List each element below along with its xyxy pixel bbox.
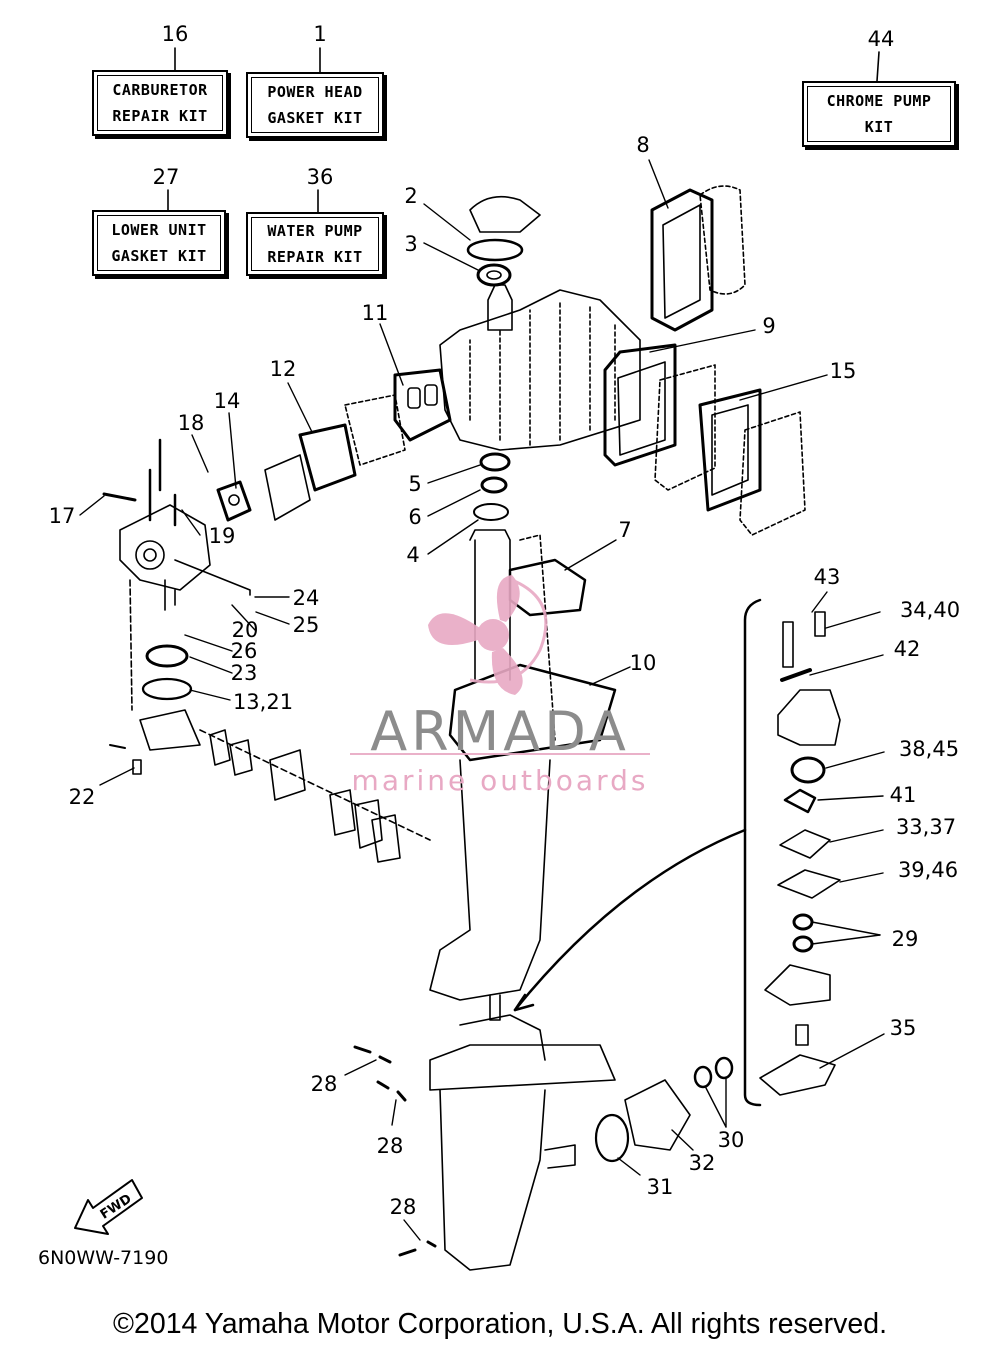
kit-line: CARBURETOR	[112, 81, 208, 99]
kit-line: KIT	[864, 118, 894, 136]
callout-number: 24	[293, 586, 320, 610]
driveshaft-housing-drawing	[429, 452, 617, 1001]
callout-number: 38,45	[899, 737, 959, 761]
kit-line: GASKET KIT	[267, 109, 363, 127]
callout-number: 5	[408, 472, 421, 496]
kit-box-chrome-pump: CHROME PUMP KIT	[802, 81, 956, 147]
lower-unit-drawing	[353, 994, 734, 1271]
kit-line: POWER HEAD	[267, 83, 363, 101]
callout-number: 10	[630, 651, 657, 675]
kit-line: GASKET KIT	[111, 247, 207, 265]
kit-box-water-pump: WATER PUMP REPAIR KIT	[246, 212, 384, 276]
callout-number: 13,21	[233, 690, 293, 714]
callout-number: 2	[404, 184, 417, 208]
callout-number: 22	[69, 785, 96, 809]
callout-number: 44	[868, 27, 895, 51]
kit-line: REPAIR KIT	[267, 248, 363, 266]
kit-line: CHROME PUMP	[826, 92, 932, 110]
callout-number: 32	[689, 1151, 716, 1175]
fwd-arrow-icon	[74, 1179, 143, 1235]
callout-number: 4	[406, 543, 419, 567]
callout-number: 36	[307, 165, 334, 189]
watermark-logo	[350, 575, 650, 755]
kit-box-lower-unit: LOWER UNIT GASKET KIT	[92, 210, 226, 276]
callout-number: 31	[647, 1175, 674, 1199]
callout-number: 35	[890, 1016, 917, 1040]
callout-number: 28	[390, 1195, 417, 1219]
callout-number: 6	[408, 505, 421, 529]
callout-number: 3	[404, 232, 417, 256]
kit-box-power-head: POWER HEAD GASKET KIT	[246, 72, 384, 138]
kit-line: REPAIR KIT	[112, 107, 208, 125]
kit-line: WATER PUMP	[267, 222, 363, 240]
callout-number: 28	[311, 1072, 338, 1096]
callout-number: 8	[636, 133, 649, 157]
kit-box-carburetor: CARBURETOR REPAIR KIT	[92, 70, 228, 136]
callout-number: 26	[231, 639, 258, 663]
callout-number: 27	[153, 165, 180, 189]
copyright-notice: ©2014 Yamaha Motor Corporation, U.S.A. A…	[113, 1308, 887, 1340]
callout-number: 12	[270, 357, 297, 381]
watermark-tagline: marine outboards	[352, 764, 649, 797]
callout-number: 34,40	[900, 598, 960, 622]
callout-number: 18	[178, 411, 205, 435]
exploded-view-drawing: 16 1 44 27 36 2 3 8 11 9 12 15 14 18 5 1…	[49, 22, 960, 1271]
callout-number: 19	[209, 524, 236, 548]
callout-number: 7	[618, 518, 631, 542]
callout-number: 42	[894, 637, 921, 661]
callout-number: 28	[377, 1134, 404, 1158]
fwd-label: FWD	[98, 1191, 135, 1222]
callout-number: 17	[49, 504, 76, 528]
callout-number: 20	[232, 618, 259, 642]
propeller-icon	[428, 575, 523, 695]
callout-number: 23	[231, 661, 258, 685]
callout-number: 41	[890, 783, 917, 807]
callout-number: 33,37	[896, 815, 956, 839]
callout-number: 30	[718, 1128, 745, 1152]
diagram-code: 6N0WW-7190	[38, 1247, 169, 1269]
callout-number: 1	[313, 22, 326, 46]
watermark-brand: ARMADA	[370, 700, 630, 763]
callout-number: 39,46	[898, 858, 958, 882]
callout-number: 29	[892, 927, 919, 951]
callout-number: 25	[293, 613, 320, 637]
callout-number: 15	[830, 359, 857, 383]
kit-line: LOWER UNIT	[111, 221, 207, 239]
power-head-drawing	[439, 195, 641, 451]
gasket-plates	[603, 185, 806, 536]
carburetor-drawing	[102, 438, 431, 863]
callout-number: 16	[162, 22, 189, 46]
callout-number: 9	[762, 314, 775, 338]
callout-number: 11	[362, 301, 389, 325]
callout-number: 43	[814, 565, 841, 589]
callout-number: 14	[214, 389, 241, 413]
intake-gaskets	[216, 368, 452, 522]
callout-leaders	[79, 159, 885, 1241]
